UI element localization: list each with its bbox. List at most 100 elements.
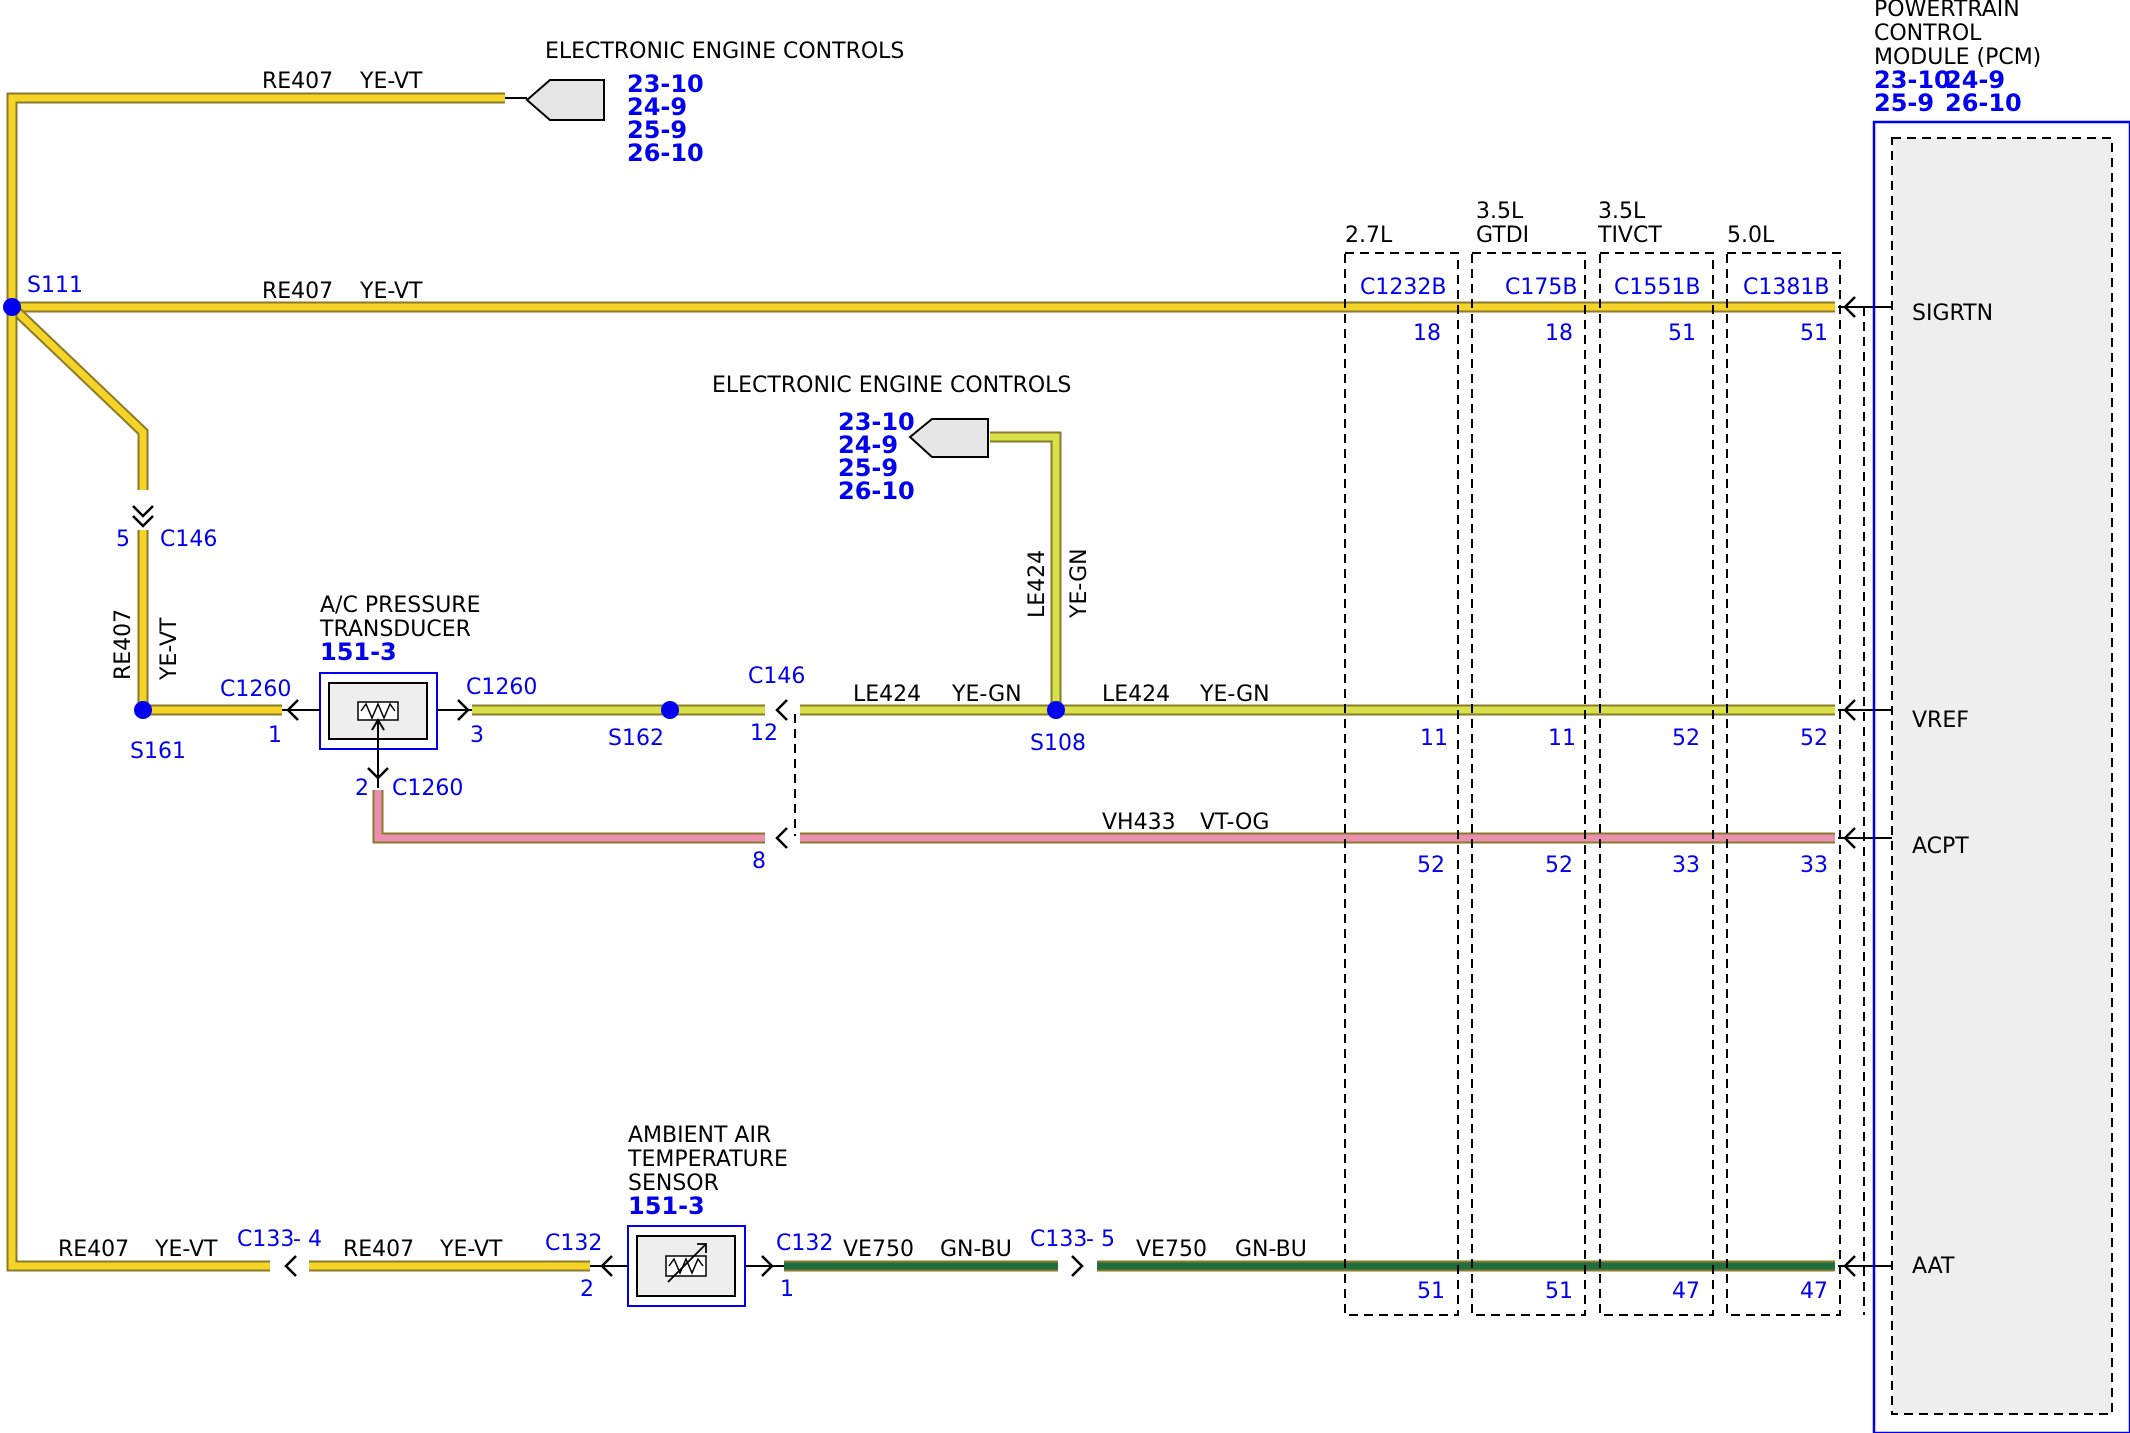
engine-2-7l-label: 2.7L xyxy=(1345,223,1393,248)
wire-label-bottom-left-color: YE-VT xyxy=(154,1237,218,1262)
c146-upper-name: C146 xyxy=(160,527,217,552)
chevron-c1260-right-icon xyxy=(457,699,470,721)
splice-s111[interactable] xyxy=(3,298,21,316)
pcm-outer-box xyxy=(1872,120,2130,1433)
pin-gtdi-aat: 51 xyxy=(1545,1279,1573,1304)
splice-s108[interactable] xyxy=(1047,701,1065,719)
c146-lower-pin-12: 12 xyxy=(750,721,778,746)
chevron-c133-5-icon xyxy=(1071,1255,1084,1277)
wire-label-top-color: YE-VT xyxy=(359,69,423,94)
aat-sensor-ref: 151-3 xyxy=(628,1192,705,1220)
pcm-title-3: MODULE (PCM) xyxy=(1874,45,2041,70)
aat-sensor-title-1: AMBIENT AIR xyxy=(628,1123,771,1148)
wire-label-sigrtn-circuit: RE407 xyxy=(262,279,333,304)
ac-transducer-right-conn: C1260 xyxy=(466,675,537,700)
wire-label-ve750-right-color: GN-BU xyxy=(1235,1237,1307,1262)
pin-2-7l-vref: 11 xyxy=(1420,726,1448,751)
wire-label-vertical-color: YE-GN xyxy=(1067,548,1092,619)
wire-vh433-transducer[interactable] xyxy=(372,790,765,844)
wire-label-bottom-mid-circuit: RE407 xyxy=(343,1237,414,1262)
wire-label-vref-left-circuit: LE424 xyxy=(853,682,921,707)
wire-label-vref-right-color: YE-GN xyxy=(1199,682,1270,707)
thermistor-body xyxy=(665,1255,707,1277)
splice-s111-label: S111 xyxy=(27,273,83,298)
chevron-c132-1-icon xyxy=(761,1255,774,1277)
wire-label-vref-left-color: YE-GN xyxy=(951,682,1022,707)
splice-s108-label: S108 xyxy=(1030,731,1086,756)
top-harness-ref-1: 23-10 xyxy=(627,70,704,98)
thermistor-zigzag-icon xyxy=(668,1257,704,1275)
top-harness-connector[interactable] xyxy=(505,79,605,121)
ac-transducer-bottom-pin: 2 xyxy=(355,776,369,801)
pin-tivct-vref: 52 xyxy=(1672,726,1700,751)
pcm-ref-1: 23-10 xyxy=(1874,66,1951,94)
pin-gtdi-sigrtn: 18 xyxy=(1545,321,1573,346)
pin-5-0l-sigrtn: 51 xyxy=(1800,321,1828,346)
wire-re407-left-vertical[interactable] xyxy=(6,307,270,1272)
pin-2-7l-aat: 51 xyxy=(1417,1279,1445,1304)
aat-sensor-left-conn: C132 xyxy=(545,1231,602,1256)
ac-transducer-title-2: TRANSDUCER xyxy=(319,617,471,642)
top-harness-ref-4: 26-10 xyxy=(627,139,704,167)
ac-pressure-transducer[interactable] xyxy=(319,672,438,788)
pcm-inner-box xyxy=(1891,137,2113,1415)
thermistor-slash-icon xyxy=(667,1243,707,1283)
aat-sensor-right-pin: 1 xyxy=(780,1277,794,1302)
pcm-title-2: CONTROL xyxy=(1874,21,1982,46)
wire-re407-branch[interactable] xyxy=(8,303,149,490)
c133-left-dash: - xyxy=(293,1227,301,1252)
chevron-vref-icon xyxy=(1843,699,1856,721)
engine-3-5l-gtdi-label-2: GTDI xyxy=(1476,223,1529,248)
pcm-pin-sigrtn: SIGRTN xyxy=(1912,301,1993,326)
connector-c1551b: C1551B xyxy=(1614,275,1700,300)
engine-5-0l-label: 5.0L xyxy=(1727,223,1775,248)
c146-lower-name: C146 xyxy=(748,664,805,689)
c133-right-dash: - xyxy=(1086,1227,1094,1252)
ac-transducer-left-conn: C1260 xyxy=(220,677,291,702)
wire-label-bottom-mid-color: YE-VT xyxy=(439,1237,503,1262)
c133-right-name: C133 xyxy=(1030,1227,1087,1252)
mid-harness-ref-4: 26-10 xyxy=(838,477,915,505)
splice-s162[interactable] xyxy=(661,701,679,719)
pin-tivct-sigrtn: 51 xyxy=(1668,321,1696,346)
aat-sensor-title-2: TEMPERATURE xyxy=(627,1147,788,1172)
c133-left-pin: 4 xyxy=(308,1227,322,1252)
c146-upper-pin: 5 xyxy=(116,527,130,552)
pcm-pin-aat: AAT xyxy=(1912,1254,1955,1279)
top-harness-ref-2: 24-9 xyxy=(627,93,687,121)
chevron-sigrtn-icon xyxy=(1843,296,1856,318)
engine-box-5-0l xyxy=(1726,252,1841,1316)
ambient-air-temperature-sensor[interactable] xyxy=(590,1225,784,1307)
mid-harness-ref-3: 25-9 xyxy=(838,454,898,482)
pcm-pin-vref: VREF xyxy=(1912,708,1969,733)
wire-label-ve750-left-color: GN-BU xyxy=(940,1237,1012,1262)
engine-box-3-5l-tivct xyxy=(1599,252,1714,1316)
engine-3-5l-tivct-label-1: 3.5L xyxy=(1598,199,1646,224)
chevron-c133-4-icon xyxy=(284,1255,297,1277)
c133-left-name: C133 xyxy=(237,1227,294,1252)
wire-re407-top[interactable] xyxy=(6,92,505,307)
pin-gtdi-acpt: 52 xyxy=(1545,853,1573,878)
aat-sensor-left-pin: 2 xyxy=(580,1277,594,1302)
mid-harness-connector[interactable] xyxy=(908,418,989,458)
splice-s161[interactable] xyxy=(134,701,152,719)
wiper-arrow-icon xyxy=(371,718,385,731)
wire-label-vref-right-circuit: LE424 xyxy=(1102,682,1170,707)
chevron-c146-12-icon xyxy=(775,699,788,721)
mid-harness-ref-1: 23-10 xyxy=(838,408,915,436)
top-harness-connector-shape xyxy=(525,79,605,121)
wire-label-branch-color: YE-VT xyxy=(157,617,182,681)
chevron-c132-2-icon xyxy=(600,1255,613,1277)
pin-2-7l-acpt: 52 xyxy=(1417,853,1445,878)
ac-transducer-right-pin: 3 xyxy=(470,723,484,748)
chevron-c1260-left-icon xyxy=(286,699,299,721)
pin-gtdi-vref: 11 xyxy=(1548,726,1576,751)
ac-transducer-bottom-conn: C1260 xyxy=(392,776,463,801)
wire-le424-vertical[interactable] xyxy=(990,431,1062,710)
engine-box-2-7l xyxy=(1344,252,1459,1316)
splice-points xyxy=(3,298,1065,719)
pcm-ref-4: 26-10 xyxy=(1945,89,2022,117)
engine-3-5l-tivct-label-2: TIVCT xyxy=(1597,223,1662,248)
pcm-module[interactable] xyxy=(1872,120,2130,1433)
